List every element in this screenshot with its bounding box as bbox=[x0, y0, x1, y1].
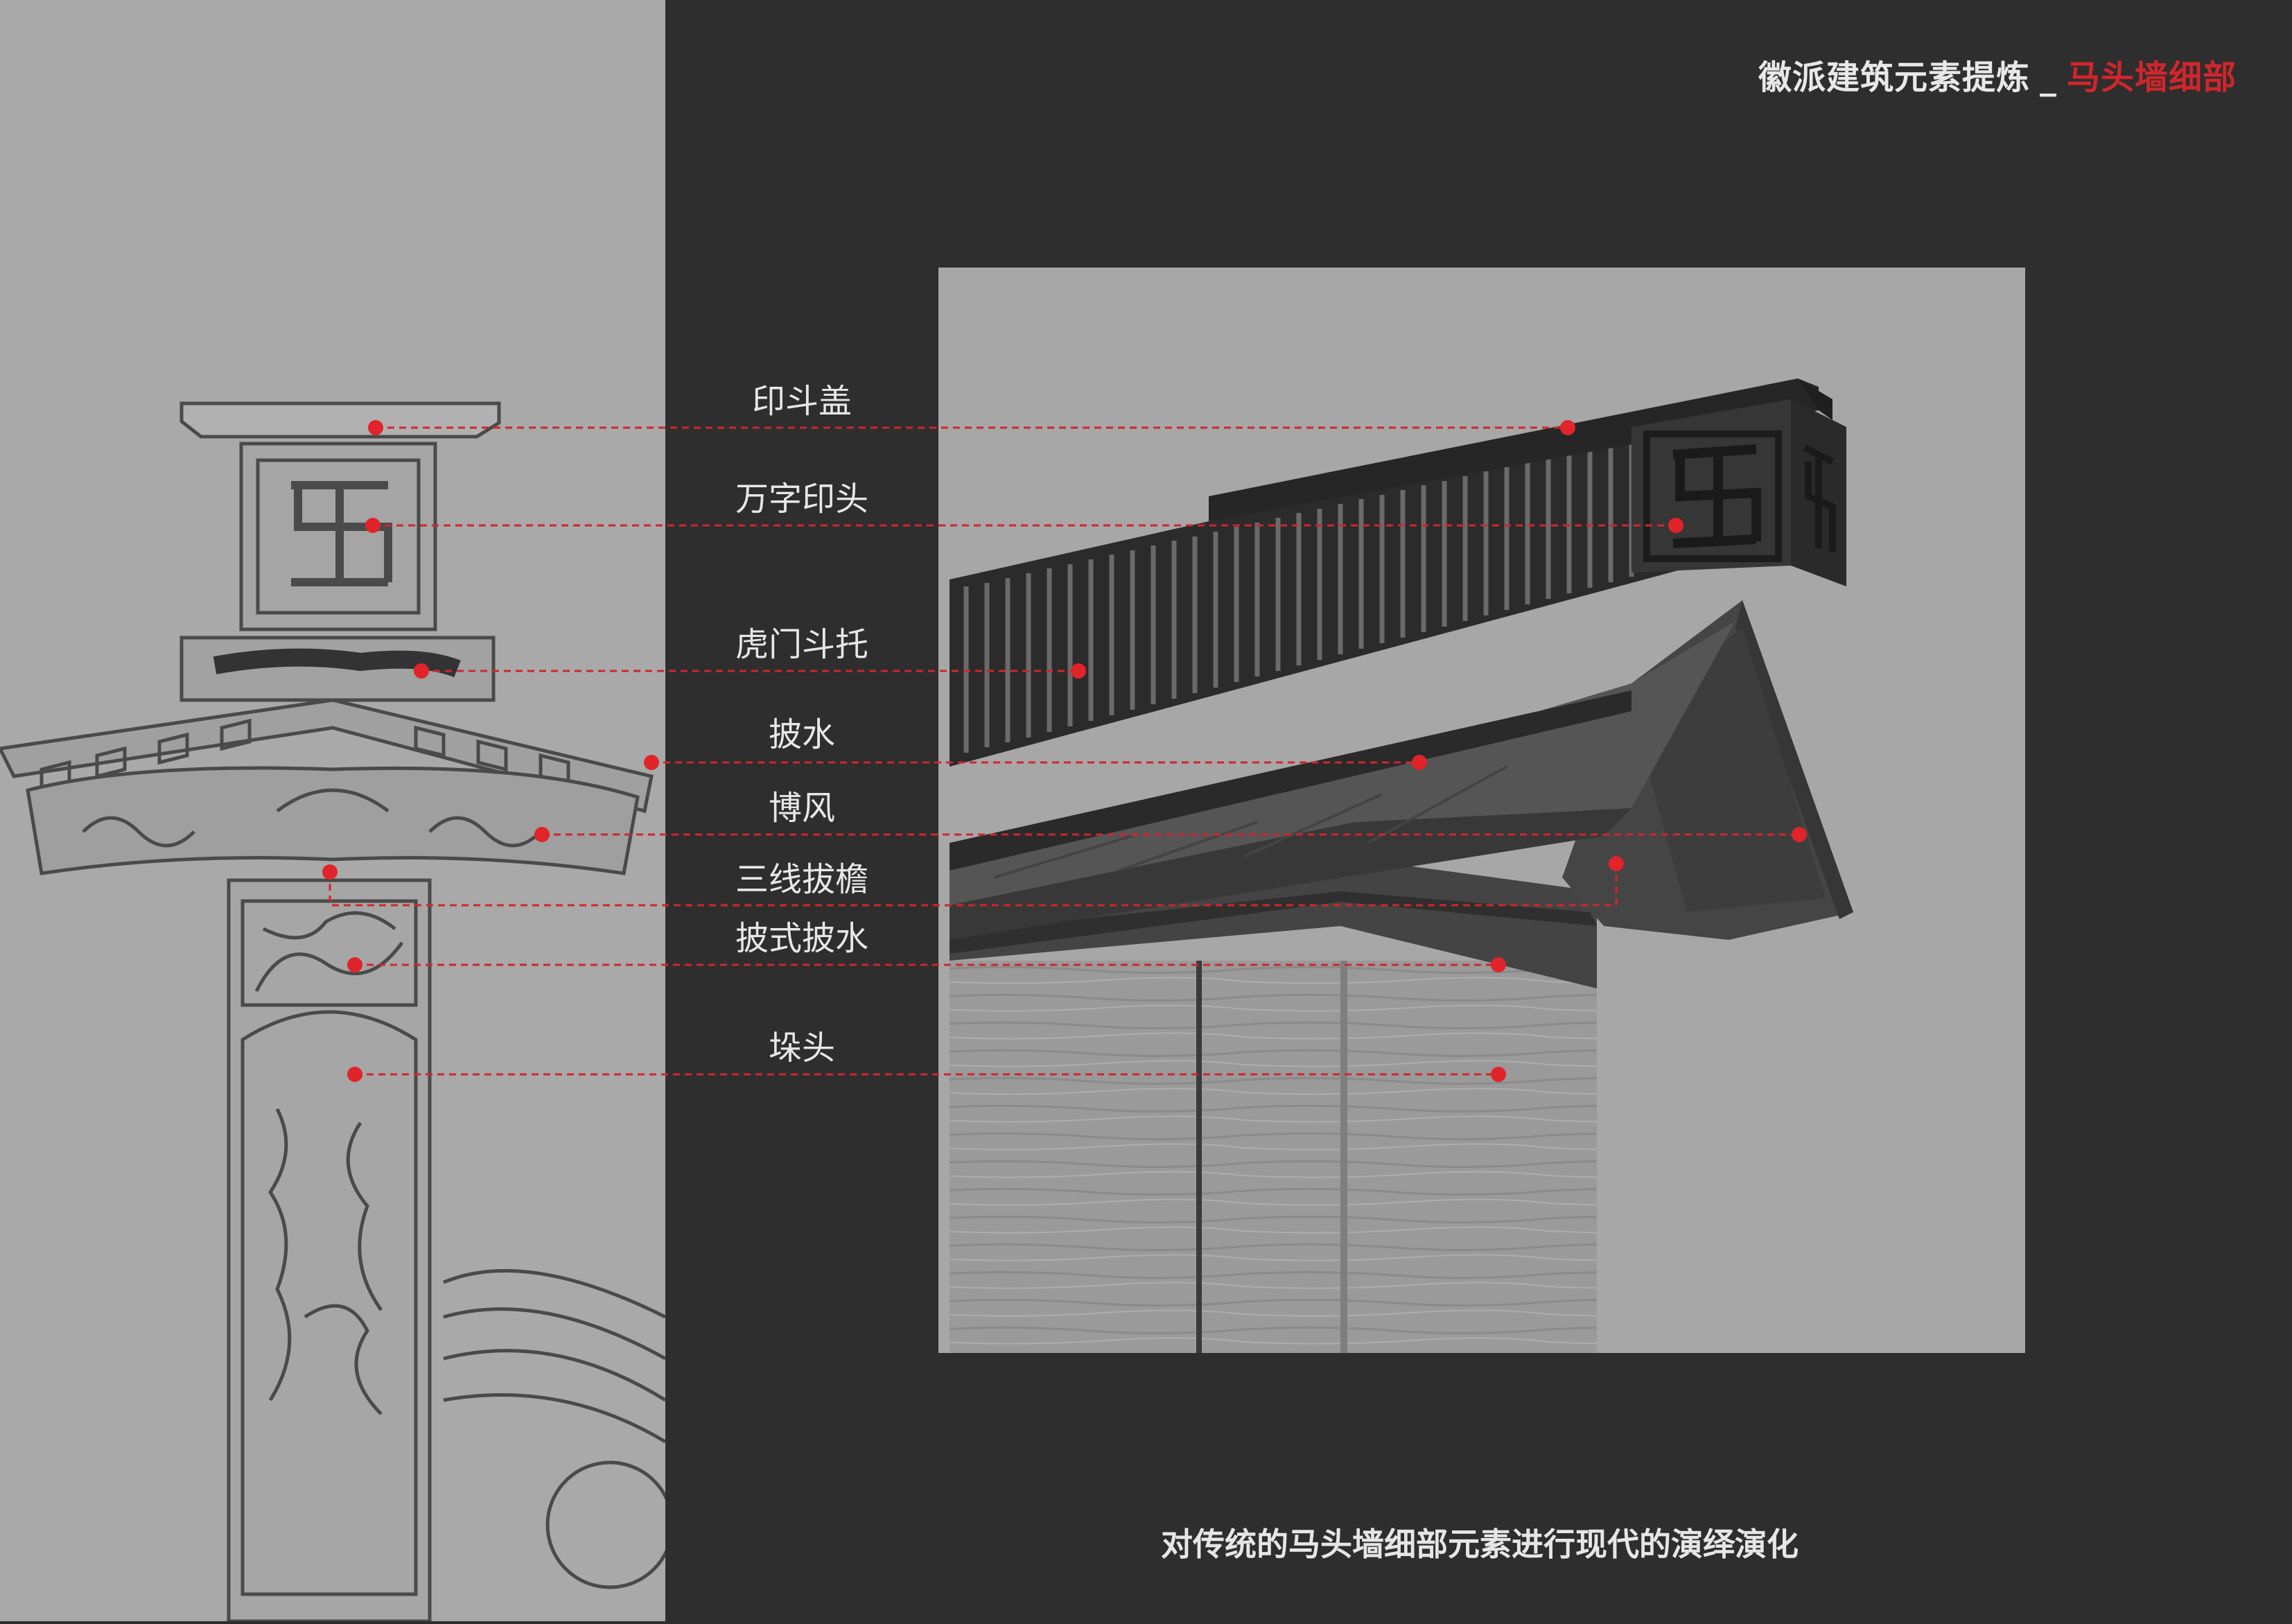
marker-humendoutuo-render bbox=[1071, 663, 1086, 679]
modern-horse-head-wall-render bbox=[950, 378, 1853, 1353]
marker-peishipeishui-sketch bbox=[347, 957, 362, 972]
marker-humendoutuo-sketch bbox=[414, 663, 429, 679]
marker-sanxianbayan-sketch bbox=[322, 864, 338, 880]
label-peishipeishui: 披式披水 bbox=[735, 919, 868, 958]
marker-duotou-sketch bbox=[347, 1067, 362, 1082]
leader-line-sanxianbayan bbox=[329, 864, 1618, 907]
footer-caption: 对传统的马头墙细部元素进行现代的演绎演化 bbox=[1161, 1526, 1799, 1563]
marker-yindougai-render bbox=[1560, 420, 1575, 435]
marker-bofeng-render bbox=[1792, 827, 1807, 842]
marker-duotou-render bbox=[1491, 1067, 1506, 1082]
marker-peishui-sketch bbox=[644, 755, 659, 770]
marker-wanziyintou-sketch bbox=[365, 518, 380, 533]
modern-rendering-image bbox=[938, 268, 2025, 1353]
title-main: 徽派建筑元素提炼 bbox=[1758, 58, 2030, 97]
marker-sanxianbayan-render bbox=[1609, 856, 1624, 871]
label-yindougai: 印斗盖 bbox=[751, 382, 852, 421]
label-duotou: 垛头 bbox=[768, 1029, 835, 1067]
marker-wanziyintou-render bbox=[1668, 518, 1683, 533]
label-wanziyintou: 万字印头 bbox=[735, 480, 868, 518]
title-sub: 马头墙细部 bbox=[2066, 58, 2237, 97]
page-title: 徽派建筑元素提炼_马头墙细部 bbox=[1758, 50, 2237, 98]
marker-yindougai-sketch bbox=[368, 420, 383, 435]
marker-bofeng-sketch bbox=[534, 827, 550, 842]
traditional-horse-head-wall-sketch bbox=[0, 401, 674, 1623]
label-bofeng: 博风 bbox=[768, 789, 835, 828]
marker-peishui-render bbox=[1412, 755, 1427, 770]
traditional-sketch-panel bbox=[0, 0, 674, 1623]
label-humendoutuo: 虎门斗托 bbox=[735, 625, 868, 664]
label-sanxianbayan: 三线拔檐 bbox=[735, 860, 868, 899]
marker-peishipeishui-render bbox=[1491, 957, 1506, 972]
label-peishui: 披水 bbox=[768, 715, 835, 754]
title-separator: _ bbox=[2039, 58, 2057, 97]
